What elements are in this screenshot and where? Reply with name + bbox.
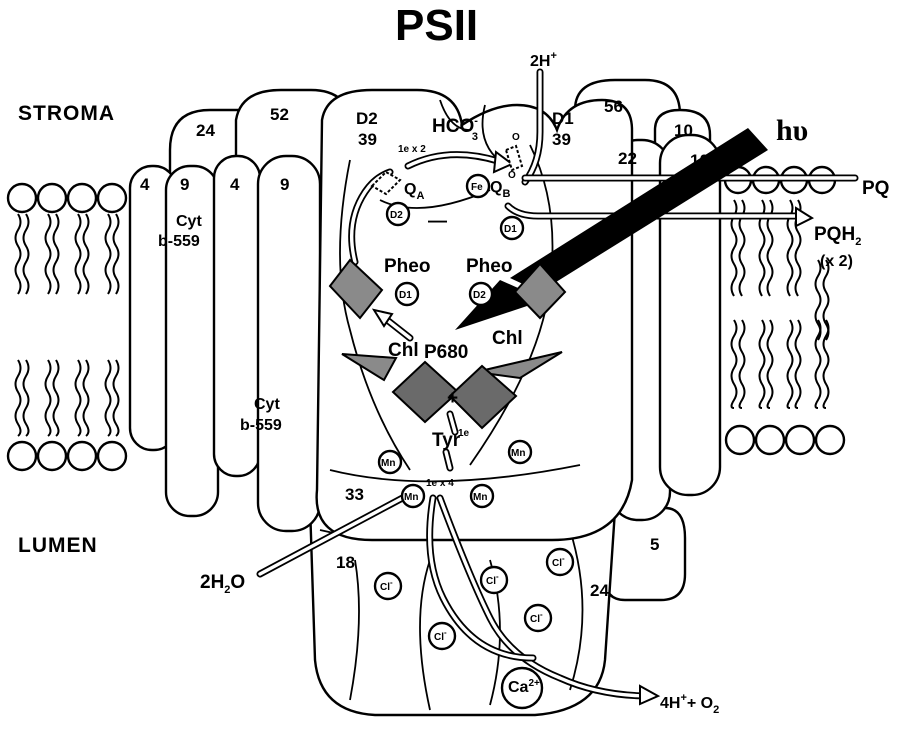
pqh2-multiplier: (x 2) xyxy=(820,253,853,270)
label-4b: 4 xyxy=(230,175,240,194)
d2-tag-qa: D2 xyxy=(390,210,403,221)
cyt-value-bottom: b-559 xyxy=(240,417,282,434)
label-4a: 4 xyxy=(140,175,150,194)
d1-tag-qb: D1 xyxy=(504,224,517,235)
label-9a: 9 xyxy=(180,175,189,194)
stroma-label: STROMA xyxy=(18,102,115,125)
protons-in: 2H+ xyxy=(530,50,557,70)
water-label: 2H2O xyxy=(200,572,245,596)
chl-right-label: Chl xyxy=(492,328,523,349)
light-label: hυ xyxy=(776,114,808,147)
label-52: 52 xyxy=(270,105,289,124)
label-9b: 9 xyxy=(280,175,289,194)
mn-3: Mn xyxy=(404,492,418,503)
label-d2-num: 39 xyxy=(358,130,377,149)
electrons-1ex2: 1e x 2 xyxy=(398,144,426,155)
right-lipid-bilayer xyxy=(725,167,844,454)
pqh2-label: PQH2 xyxy=(814,224,861,248)
diagram-title: PSII xyxy=(395,1,478,50)
protons-oxygen-out: 4H++ O2 xyxy=(660,692,719,716)
label-33: 33 xyxy=(345,485,364,504)
label-18: 18 xyxy=(336,553,355,572)
d1-tag-pheo: D1 xyxy=(399,290,412,301)
tyr-electron: 1e xyxy=(458,428,470,439)
mn-4: Mn xyxy=(473,492,487,503)
label-d1: D1 xyxy=(552,109,574,128)
oxygen-top: O xyxy=(512,132,520,143)
fe-label: Fe xyxy=(471,182,483,193)
cyt-label-bottom: Cyt xyxy=(254,396,280,413)
left-lipid-bilayer xyxy=(8,184,126,470)
chl-left-label: Chl xyxy=(388,340,419,361)
label-10a: 10 xyxy=(674,121,693,140)
mn-1: Mn xyxy=(381,458,395,469)
cyt-value-top: b-559 xyxy=(158,233,200,250)
label-56: 56 xyxy=(604,97,623,116)
pheo-right-label: Pheo xyxy=(466,256,512,277)
mn-electrons: 1e x 4 xyxy=(426,478,454,489)
tyr-label: Tyr xyxy=(432,430,461,451)
label-d2: D2 xyxy=(356,109,378,128)
p680-plus: + xyxy=(447,388,458,409)
mn-2: Mn xyxy=(511,448,525,459)
label-24-top: 24 xyxy=(196,121,215,140)
p680-label: P680 xyxy=(424,342,468,363)
label-5: 5 xyxy=(650,535,659,554)
label-22: 22 xyxy=(618,149,637,168)
label-d1-num: 39 xyxy=(552,130,571,149)
pq-label: PQ xyxy=(862,178,889,199)
label-24-bot: 24 xyxy=(590,581,609,600)
cytb559-helices xyxy=(130,156,320,531)
d2-tag-pheo: D2 xyxy=(473,290,486,301)
cyt-label-top: Cyt xyxy=(176,213,202,230)
minus-sign: — xyxy=(428,211,447,232)
lumen-label: LUMEN xyxy=(18,534,98,557)
pheo-left-label: Pheo xyxy=(384,256,430,277)
oxygen-bottom: O xyxy=(508,170,516,181)
subunit-5 xyxy=(605,508,685,600)
